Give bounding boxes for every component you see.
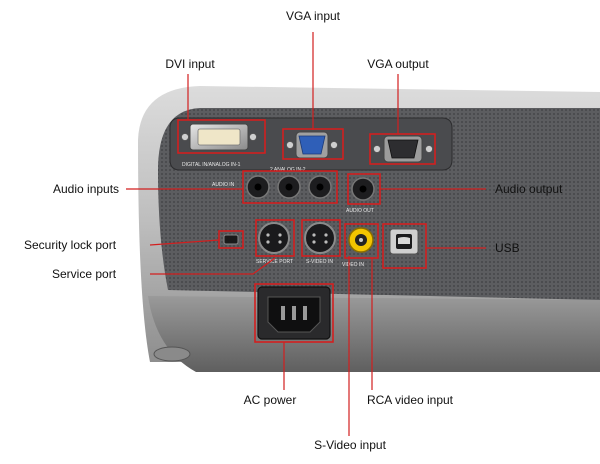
callout-labels: VGA input DVI input VGA output Audio inp… bbox=[24, 9, 563, 452]
panel-markings: DIGITAL IN/ANALOG IN-1 2 ANALOG IN-2 AUD… bbox=[182, 162, 374, 268]
service-port-highlight-box bbox=[255, 219, 295, 257]
highlight-boxes bbox=[177, 119, 436, 343]
ac-power-highlight-box bbox=[254, 283, 334, 343]
marking-service-port: SERVICE PORT bbox=[256, 259, 293, 265]
label-vga-input: VGA input bbox=[286, 9, 341, 23]
rca-video-connector bbox=[348, 227, 374, 253]
label-usb: USB bbox=[495, 241, 520, 255]
dvi-connector bbox=[181, 123, 257, 151]
s-video-connector bbox=[304, 222, 336, 254]
service-port-leader bbox=[150, 257, 276, 275]
vga-output-highlight-box bbox=[369, 133, 436, 165]
label-audio-output: Audio output bbox=[495, 182, 563, 196]
audio-input-jacks bbox=[246, 175, 332, 199]
projector-base bbox=[148, 296, 600, 372]
ac-power-inlet bbox=[257, 286, 331, 340]
label-vga-output: VGA output bbox=[367, 57, 429, 71]
dvi-highlight-box bbox=[177, 119, 266, 154]
label-ac-power: AC power bbox=[244, 393, 297, 407]
usb-highlight-box bbox=[382, 223, 427, 269]
label-s-video-input: S-Video input bbox=[314, 438, 386, 452]
marking-video-in: VIDEO IN bbox=[342, 262, 364, 268]
marking-s-video-in: S-VIDEO IN bbox=[306, 259, 333, 265]
vga-input-connector bbox=[286, 131, 338, 159]
service-port-connector bbox=[258, 222, 290, 254]
label-security-lock-port: Security lock port bbox=[24, 238, 117, 252]
marking-audio-in: AUDIO IN bbox=[212, 182, 235, 188]
vga-output-connector bbox=[373, 135, 433, 163]
security-lock-highlight-box bbox=[218, 230, 244, 249]
label-audio-inputs: Audio inputs bbox=[53, 182, 119, 196]
marking-audio-out: AUDIO OUT bbox=[346, 208, 374, 214]
security-lock-leader bbox=[149, 239, 220, 246]
marking-digital-analog-in1: DIGITAL IN/ANALOG IN-1 bbox=[182, 162, 241, 168]
security-lock-slot bbox=[223, 234, 239, 245]
leader-lines bbox=[126, 32, 486, 436]
audio-output-jack bbox=[351, 177, 375, 201]
projector-foot bbox=[153, 346, 191, 362]
audio-inputs-highlight-box bbox=[242, 170, 338, 204]
rca-video-highlight-box bbox=[344, 223, 379, 259]
label-service-port: Service port bbox=[52, 267, 117, 281]
marking-analog-in2: 2 ANALOG IN-2 bbox=[270, 167, 306, 173]
s-video-highlight-box bbox=[301, 219, 341, 257]
label-dvi-input: DVI input bbox=[165, 57, 215, 71]
usb-connector bbox=[389, 228, 419, 255]
label-rca-video-input: RCA video input bbox=[367, 393, 454, 407]
